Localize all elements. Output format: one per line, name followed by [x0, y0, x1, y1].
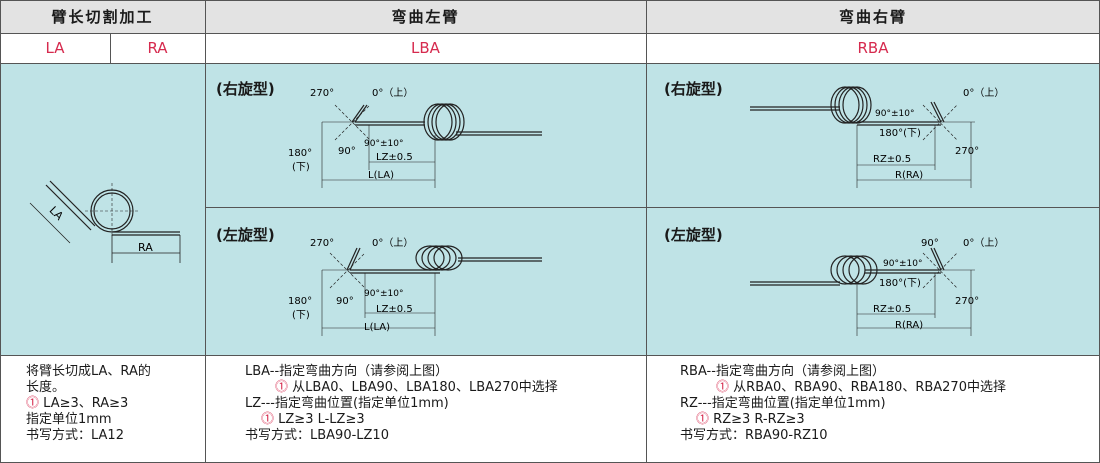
note-lba-line1: LBA--指定弯曲方向（请参阅上图） — [245, 364, 449, 379]
note-rba: RBA--指定弯曲方向（请参阅上图） ⓵ 从RBA0、RBA90、RBA180、… — [646, 355, 1100, 463]
grid-line — [0, 33, 1100, 34]
note-rba-line2: ⓵ 从RBA0、RBA90、RBA180、RBA270中选择 — [680, 380, 1100, 396]
grid-line — [0, 355, 1100, 356]
note-arm-line2: 长度。 — [26, 380, 66, 395]
arm-cut-diagram: RA LA — [29, 180, 181, 263]
lba-r-l-label: L(LA) — [368, 170, 394, 181]
header-arm-cut: 臂长切割加工 — [0, 0, 205, 33]
lba-l-tol-label: 90°±10° — [364, 289, 403, 299]
rba-right-diagram: 90°±10° 180°(下) 0°（上） 270° RZ±0.5 R(RA) — [750, 86, 1004, 188]
note-rba-line3: RZ---指定弯曲位置(指定单位1mm) — [680, 396, 886, 411]
note-rba-line5: 书写方式：RBA90-RZ10 — [680, 428, 828, 443]
note-lba-line2-text: 从LBA0、LBA90、LBA180、LBA270中选择 — [292, 380, 558, 395]
lba-l-lz-label: LZ±0.5 — [376, 304, 413, 315]
rba-r-rz-label: RZ±0.5 — [873, 154, 911, 165]
arm-la-label: LA — [47, 204, 66, 223]
lba-r-lz-label: LZ±0.5 — [376, 152, 413, 163]
arm-ra-label: RA — [138, 241, 153, 254]
header-bend-right: 弯曲右臂 — [646, 0, 1100, 33]
lba-r-0-label: 0°（上） — [372, 87, 413, 99]
lba-l-270-label: 270° — [310, 238, 334, 249]
note-lba-line5: 书写方式：LBA90-LZ10 — [245, 428, 389, 443]
rba-l-rz-label: RZ±0.5 — [873, 304, 911, 315]
note-arm-line3-text: LA≥3、RA≥3 — [43, 396, 129, 411]
lba-r-270-label: 270° — [310, 88, 334, 99]
code-la: LA — [0, 33, 110, 63]
rba-r-0-label: 0°（上） — [963, 87, 1004, 99]
note-rba-line1: RBA--指定弯曲方向（请参阅上图） — [680, 364, 885, 379]
lba-l-l-label: L(LA) — [364, 322, 390, 333]
rba-l-270-label: 270° — [955, 296, 979, 307]
rba-left-type-label: (左旋型) — [664, 226, 723, 244]
rba-l-r-label: R(RA) — [895, 320, 923, 331]
rba-r-270-label: 270° — [955, 146, 979, 157]
rba-right-type-label: (右旋型) — [664, 80, 723, 98]
lba-l-down-label: (下) — [292, 310, 310, 321]
lba-r-down-label: (下) — [292, 162, 310, 173]
code-lba: LBA — [205, 33, 646, 63]
note-lba-line4: ⓵ LZ≥3 L-LZ≥3 — [245, 412, 646, 428]
grid-line — [205, 207, 1100, 208]
note-rba-line4: ⓵ RZ≥3 R-RZ≥3 — [680, 412, 1100, 428]
grid-line — [205, 0, 206, 463]
exclamation-circle-icon: ⓵ — [261, 412, 275, 427]
rba-l-180-label: 180°(下) — [879, 278, 921, 289]
grid-line — [0, 63, 1100, 64]
exclamation-circle-icon: ⓵ — [275, 380, 289, 395]
lba-r-90-label: 90° — [338, 146, 356, 157]
code-rba: RBA — [646, 33, 1100, 63]
grid-line — [0, 0, 1100, 1]
grid-line — [0, 0, 1, 463]
note-rba-line2-text: 从RBA0、RBA90、RBA180、RBA270中选择 — [733, 380, 1006, 395]
note-rba-line4-text: RZ≥3 R-RZ≥3 — [713, 412, 805, 427]
lba-l-90-label: 90° — [336, 296, 354, 307]
rba-left-diagram: 90° 0°（上） 90°±10° 180°(下) 270° RZ±0.5 R(… — [750, 237, 1004, 336]
lba-r-180-label: 180° — [288, 148, 312, 159]
rba-r-tol-label: 90°±10° — [875, 109, 914, 119]
code-ra: RA — [110, 33, 205, 63]
rba-l-90-label: 90° — [921, 238, 939, 249]
note-arm-line4: 指定单位1mm — [26, 412, 112, 427]
lba-right-diagram: 270° 0°（上） 180° (下) 90° 90°±10° LZ±0.5 L… — [288, 87, 542, 188]
lba-right-type-label: (右旋型) — [216, 80, 275, 98]
note-lba-line3: LZ---指定弯曲位置(指定单位1mm) — [245, 396, 449, 411]
exclamation-circle-icon: ⓵ — [716, 380, 730, 395]
note-arm-line5: 书写方式：LA12 — [26, 428, 124, 443]
lba-r-tol-label: 90°±10° — [364, 139, 403, 149]
header-bend-left: 弯曲左臂 — [205, 0, 646, 33]
rba-r-180-label: 180°(下) — [879, 128, 921, 139]
rba-l-0-label: 0°（上） — [963, 237, 1004, 249]
lba-left-diagram: 270° 0°（上） 180° (下) 90° 90°±10° LZ±0.5 L… — [288, 237, 542, 336]
note-lba-line4-text: LZ≥3 L-LZ≥3 — [278, 412, 365, 427]
diagram-area — [0, 63, 1100, 355]
note-lba: LBA--指定弯曲方向（请参阅上图） ⓵ 从LBA0、LBA90、LBA180、… — [205, 355, 646, 463]
note-arm-cut: 将臂长切成LA、RA的 长度。 ⓵ LA≥3、RA≥3 指定单位1mm 书写方式… — [0, 355, 205, 463]
rba-r-r-label: R(RA) — [895, 170, 923, 181]
exclamation-circle-icon: ⓵ — [696, 412, 710, 427]
exclamation-circle-icon: ⓵ — [26, 396, 40, 411]
grid-line — [646, 0, 647, 463]
note-lba-line2: ⓵ 从LBA0、LBA90、LBA180、LBA270中选择 — [245, 380, 646, 396]
lba-l-0-label: 0°（上） — [372, 237, 413, 249]
note-arm-line1: 将臂长切成LA、RA的 — [26, 364, 151, 379]
lba-l-180-label: 180° — [288, 296, 312, 307]
lba-left-type-label: (左旋型) — [216, 226, 275, 244]
grid-line — [110, 33, 111, 63]
rba-l-tol-label: 90°±10° — [883, 259, 922, 269]
note-arm-line3: ⓵ LA≥3、RA≥3 — [26, 396, 205, 412]
